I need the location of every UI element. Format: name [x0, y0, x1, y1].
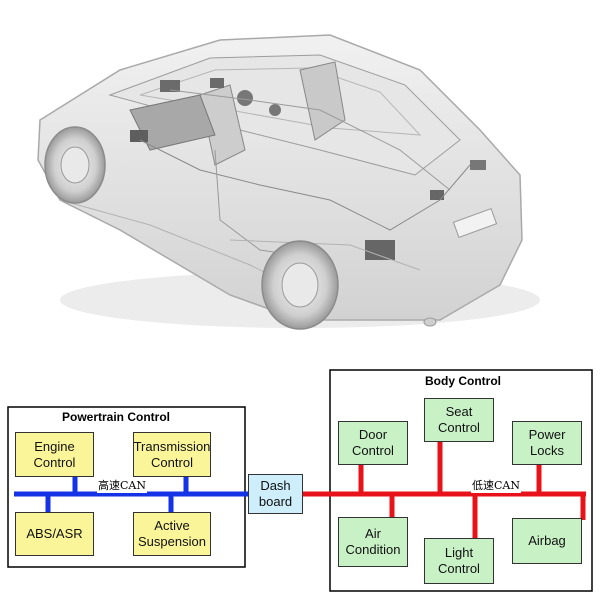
power-locks-node: Power Locks [512, 421, 582, 465]
car-illustration [37, 34, 540, 330]
dashboard-node: Dash board [248, 474, 303, 514]
airbag-node: Airbag [512, 518, 582, 564]
transmission-control-node: Transmission Control [133, 432, 211, 477]
powertrain-bus [14, 477, 248, 512]
light-control-node: Light Control [424, 538, 494, 584]
high-speed-can-label: 高速CAN [97, 477, 147, 493]
low-speed-can-label: 低速CAN [471, 477, 521, 493]
engine-control-node: Engine Control [15, 432, 94, 477]
body-bus [303, 440, 586, 538]
seat-control-node: Seat Control [424, 398, 494, 442]
powertrain-frame [7, 406, 246, 568]
powertrain-title: Powertrain Control [62, 410, 171, 424]
abs-asr-node: ABS/ASR [15, 512, 94, 556]
door-control-node: Door Control [338, 421, 408, 465]
active-suspension-node: Active Suspension [133, 512, 211, 556]
air-condition-node: Air Condition [338, 517, 408, 567]
body-control-title: Body Control [425, 374, 501, 388]
body-control-frame [329, 369, 593, 592]
